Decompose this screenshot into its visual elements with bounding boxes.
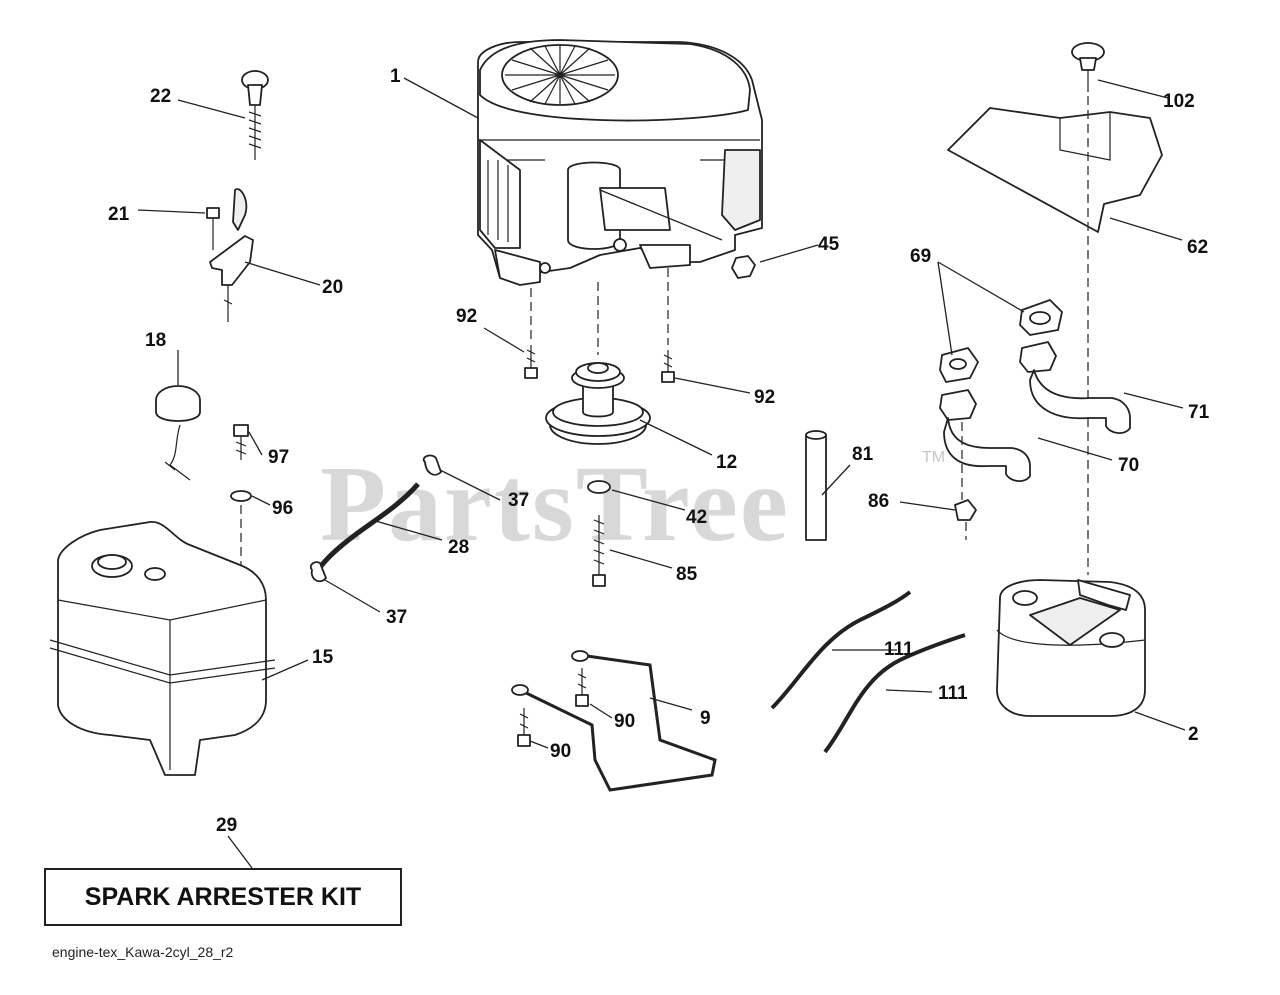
callout-1: 1: [390, 66, 401, 87]
callout-42: 42: [686, 507, 707, 528]
callout-81: 81: [852, 444, 874, 465]
callout-71: 71: [1188, 402, 1210, 423]
callout-86: 86: [868, 491, 889, 512]
bracket-9-part: [511, 650, 717, 792]
callout-29: 29: [216, 815, 237, 836]
callout-2: 2: [1188, 724, 1199, 745]
callout-111-top: 111: [884, 639, 914, 660]
callout-21: 21: [108, 204, 130, 225]
callout-labels: 1 22 21 20 18 97 96 92 92 45 12 42 85 37…: [108, 66, 1210, 836]
callout-92-left: 92: [456, 306, 477, 327]
callout-96: 96: [272, 498, 293, 519]
diagram-caption: engine-tex_Kawa-2cyl_28_r2: [52, 944, 234, 960]
callout-90-right: 90: [614, 711, 635, 732]
callout-37-top: 37: [508, 490, 529, 511]
fuel-line-part: [309, 454, 442, 583]
callout-70: 70: [1118, 455, 1139, 476]
throttle-bracket-part: [206, 188, 254, 322]
callout-22: 22: [150, 86, 171, 107]
callout-90-left: 90: [550, 741, 571, 762]
pulley-part: [545, 282, 651, 587]
nut-45-part: [731, 255, 756, 279]
leader-lines: [137, 77, 1186, 869]
fuel-cap-part: [155, 385, 201, 481]
callout-37-bottom: 37: [386, 607, 407, 628]
heat-shield-part: [947, 42, 1163, 575]
callout-12: 12: [716, 452, 737, 473]
callout-92-right: 92: [754, 387, 775, 408]
callout-18: 18: [145, 330, 166, 351]
callout-85: 85: [676, 564, 698, 585]
callout-20: 20: [322, 277, 343, 298]
engine-bolts-part: [524, 268, 675, 383]
callout-9: 9: [700, 708, 711, 729]
hoses-111-part: [770, 590, 966, 754]
callout-97: 97: [268, 447, 289, 468]
spark-arrester-kit-box: SPARK ARRESTER KIT: [44, 868, 402, 926]
callout-69: 69: [910, 246, 931, 267]
fuel-tank-part: [49, 521, 276, 776]
exhaust-pipes-part: [939, 299, 1131, 540]
muffler-part: [996, 579, 1146, 717]
dipstick-part: [241, 70, 269, 160]
callout-62: 62: [1187, 237, 1208, 258]
tube-81-part: [805, 430, 827, 541]
callout-45: 45: [818, 234, 840, 255]
engine-part: [477, 39, 763, 286]
callout-102: 102: [1163, 91, 1195, 112]
callout-111-bottom: 111: [938, 683, 968, 704]
callout-28: 28: [448, 537, 469, 558]
callout-15: 15: [312, 647, 334, 668]
watermark-tm: TM: [922, 449, 945, 466]
